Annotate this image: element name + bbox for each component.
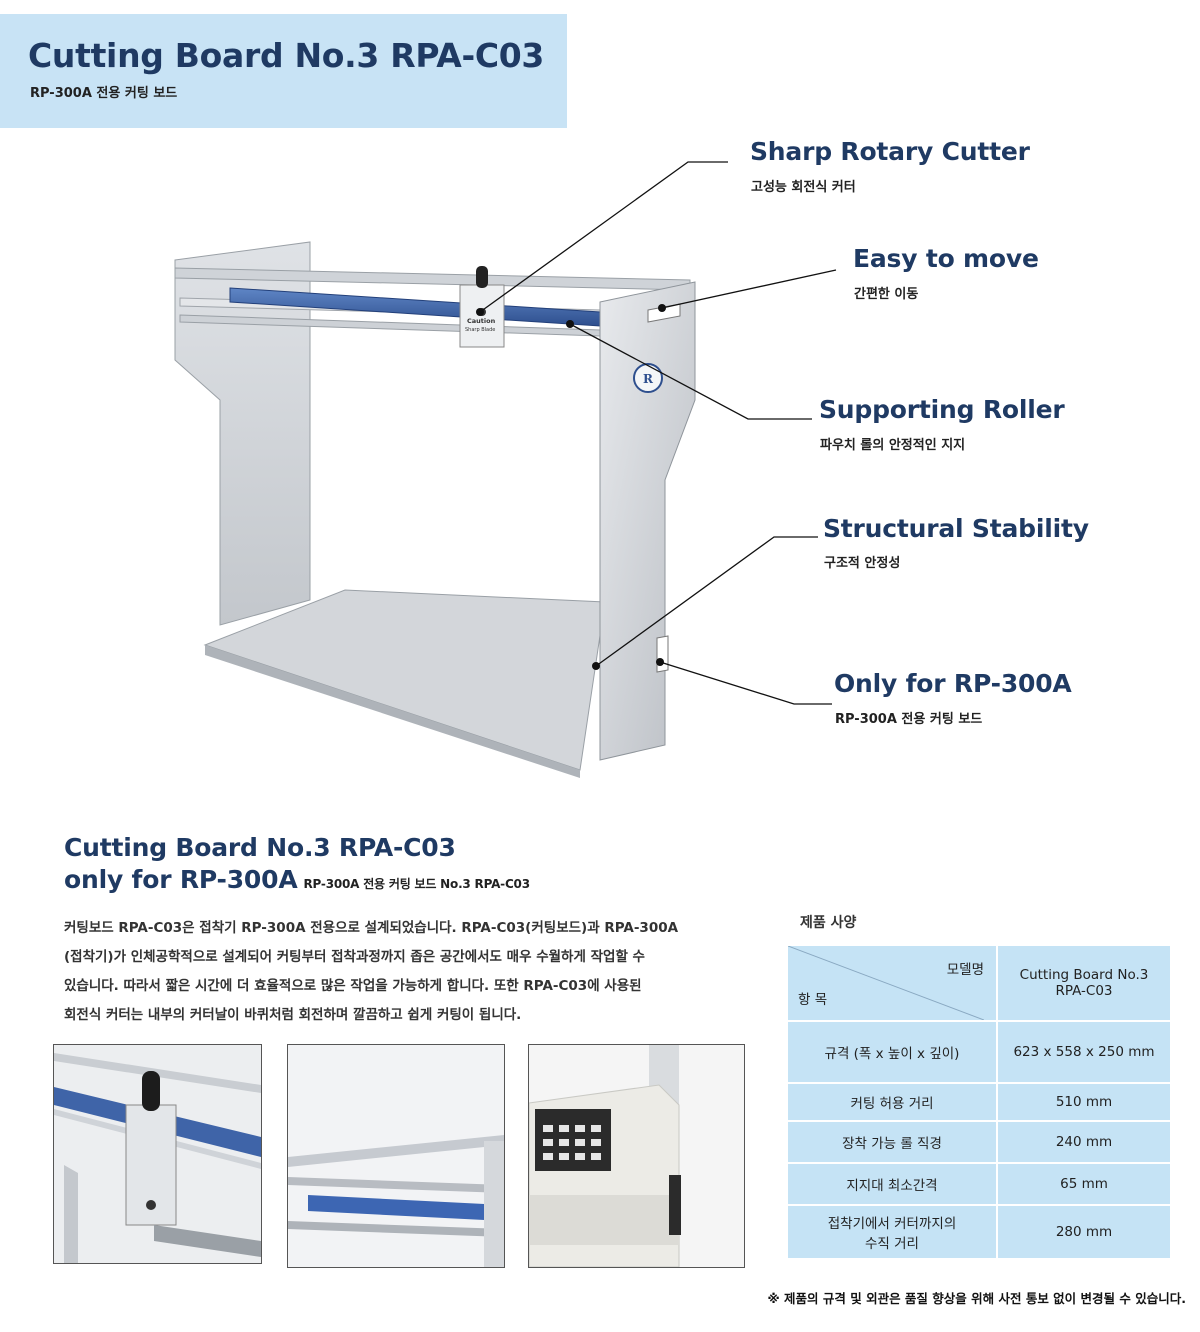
cutter-sharp-label: Sharp Blade [465,327,495,333]
spec-value: 510 mm [998,1084,1170,1120]
section-title-line2-small: RP-300A 전용 커팅 보드 No.3 RPA-C03 [303,877,530,891]
callout-supporting-roller-subtitle: 파우치 롤의 안정적인 지지 [820,438,966,453]
spec-item-line2: 수직 거리 [865,1236,919,1252]
spec-header-model: 모델명 [946,962,984,978]
product-description: 커팅보드 RPA-C03은 접착기 RP-300A 전용으로 설계되었습니다. … [64,914,764,1030]
callout-rotary-cutter-subtitle: 고성능 회전식 커터 [751,180,856,195]
model-name-line1: Cutting Board No.3 [1019,967,1149,983]
callout-supporting-roller-title: Supporting Roller [819,395,1065,424]
description-line: 있습니다. 따라서 짧은 시간에 더 효율적으로 많은 작업을 가능하게 합니다… [64,978,642,994]
section-title-line1: Cutting Board No.3 RPA-C03 [64,833,456,862]
diagonal-line [788,946,984,1020]
spec-model-name: Cutting Board No.3 RPA-C03 [998,946,1170,1020]
spec-header-item: 항 목 [798,992,828,1008]
table-row: 지지대 최소간격 65 mm [788,1164,1170,1204]
callout-only-rp300a-title: Only for RP-300A [834,669,1072,698]
spec-header-row: 모델명 항 목 Cutting Board No.3 RPA-C03 [788,946,1170,1020]
callout-easy-move-title: Easy to move [853,244,1039,273]
description-line: 커팅보드 RPA-C03은 접착기 RP-300A 전용으로 설계되었습니다. … [64,920,679,936]
spec-item: 지지대 최소간격 [788,1164,996,1204]
section-title-line2: only for RP-300A [64,865,298,894]
header-banner [0,14,567,128]
callout-structural-stability-title: Structural Stability [823,514,1089,543]
callout-structural-stability-subtitle: 구조적 안정성 [824,556,901,571]
spec-item: 접착기에서 커터까지의 수직 거리 [788,1206,996,1258]
detail-photo-roller [287,1044,505,1268]
section-title: Cutting Board No.3 RPA-C03 only for RP-3… [64,832,530,900]
cutter-caution-label: Caution [467,317,496,325]
model-name-line2: RPA-C03 [1055,983,1113,999]
table-row: 커팅 허용 거리 510 mm [788,1084,1170,1120]
spec-value: 240 mm [998,1122,1170,1162]
callout-only-rp300a-subtitle: RP-300A 전용 커팅 보드 [835,712,983,727]
description-line: 회전식 커터는 내부의 커터날이 바퀴처럼 회전하며 깔끔하고 쉽게 커팅이 됩… [64,1007,522,1023]
spec-label: 제품 사양 [800,915,857,931]
spec-item: 커팅 허용 거리 [788,1084,996,1120]
detail-photo-cutter [53,1044,262,1264]
description-line: (접착기)가 인체공학적으로 설계되어 커팅부터 접착과정까지 좁은 공간에서도… [64,949,645,965]
spec-table: 모델명 항 목 Cutting Board No.3 RPA-C03 규격 (폭… [786,944,1172,1260]
spec-value: 65 mm [998,1164,1170,1204]
callout-rotary-cutter-title: Sharp Rotary Cutter [750,137,1030,166]
page-subtitle: RP-300A 전용 커팅 보드 [30,86,178,101]
table-row: 장착 가능 롤 직경 240 mm [788,1122,1170,1162]
spec-value: 623 x 558 x 250 mm [998,1022,1170,1082]
page-title: Cutting Board No.3 RPA-C03 [28,36,545,75]
cutting-board-illustration: R Caution Sharp Blade [174,241,696,778]
spec-header-diagonal-cell: 모델명 항 목 [788,946,996,1020]
callout-easy-move-subtitle: 간편한 이동 [854,287,919,302]
spec-item: 장착 가능 롤 직경 [788,1122,996,1162]
logo-letter: R [643,372,654,386]
spec-item-line1: 접착기에서 커터까지의 [827,1216,957,1232]
footnote: ※ 제품의 규격 및 외관은 품질 향상을 위해 사전 통보 없이 변경될 수 … [767,1291,1186,1306]
table-row: 규격 (폭 x 높이 x 깊이) 623 x 558 x 250 mm [788,1022,1170,1082]
spec-value: 280 mm [998,1206,1170,1258]
spec-item: 규격 (폭 x 높이 x 깊이) [788,1022,996,1082]
table-row: 접착기에서 커터까지의 수직 거리 280 mm [788,1206,1170,1258]
detail-photo-sealer [528,1044,745,1268]
